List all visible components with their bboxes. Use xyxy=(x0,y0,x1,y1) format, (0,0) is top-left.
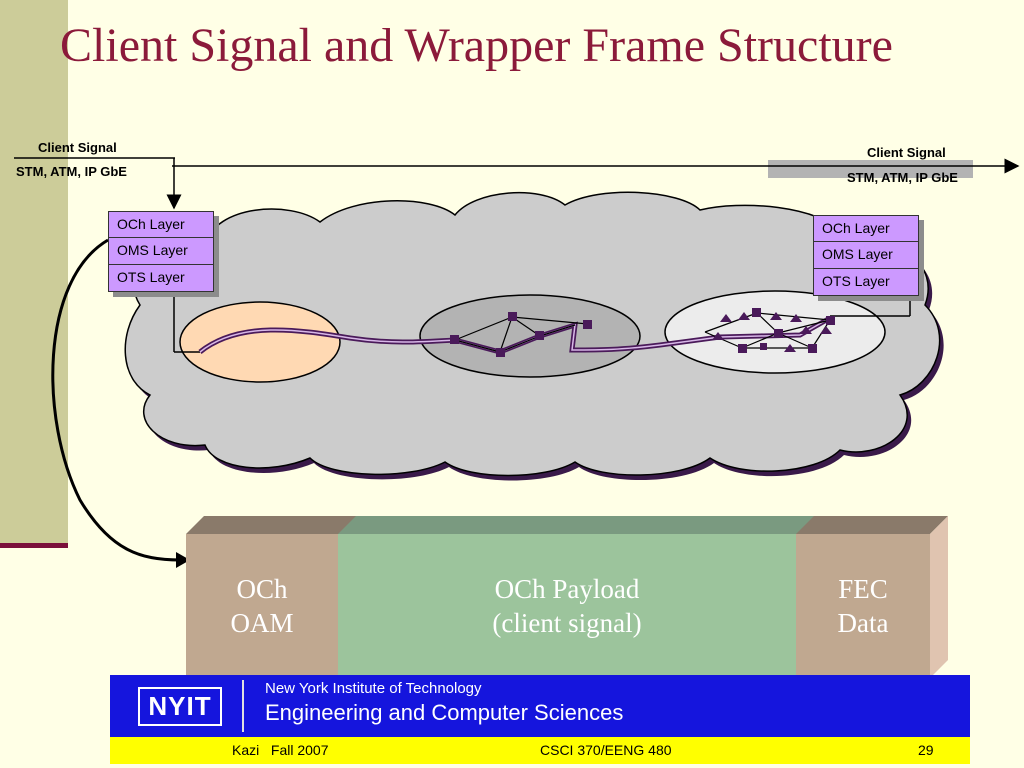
right-client-types-label: STM, ATM, IP GbE xyxy=(847,170,958,185)
right-layer-stack: OCh Layer OMS Layer OTS Layer xyxy=(813,215,919,296)
slide-title: Client Signal and Wrapper Frame Structur… xyxy=(60,19,893,72)
frame-fec-line2: Data xyxy=(837,608,889,638)
institution-name: New York Institute of Technology xyxy=(265,680,482,697)
frame-side-face xyxy=(930,516,948,678)
network-domain-2 xyxy=(419,294,641,378)
frame-pointer-arrow xyxy=(51,238,181,562)
footer-course: CSCI 370/EENG 480 xyxy=(540,742,672,758)
right-client-signal-label: Client Signal xyxy=(867,145,946,160)
frame-payload-line1: OCh Payload xyxy=(494,574,640,604)
right-ots-layer: OTS Layer xyxy=(813,269,919,296)
frame-och-payload: OCh Payload (client signal) xyxy=(338,534,796,678)
frame-fec-line1: FEC xyxy=(838,574,888,604)
mesh-nodes-2 xyxy=(450,312,592,357)
frame-payload-line2: (client signal) xyxy=(492,608,642,638)
footer-info-bar xyxy=(110,737,970,764)
left-client-types-label: STM, ATM, IP GbE xyxy=(16,164,127,179)
right-oms-layer: OMS Layer xyxy=(813,242,919,269)
mesh-nodes-3 xyxy=(712,308,835,353)
sidebar-accent-rule xyxy=(0,543,68,548)
footer-page-number: 29 xyxy=(918,742,934,758)
left-och-layer: OCh Layer xyxy=(108,211,214,238)
right-signal-bar xyxy=(768,160,973,178)
department-name: Engineering and Computer Sciences xyxy=(265,700,624,725)
network-domain-1 xyxy=(179,301,341,383)
nyit-logo: NYIT xyxy=(118,680,244,732)
left-client-signal-label: Client Signal xyxy=(38,140,117,155)
frame-och-oam: OCh OAM xyxy=(186,534,338,678)
footer-author-term: Kazi Fall 2007 xyxy=(232,742,329,758)
nyit-logo-text: NYIT xyxy=(138,686,222,726)
left-layer-stack: OCh Layer OMS Layer OTS Layer xyxy=(108,211,214,292)
frame-fec-data: FEC Data xyxy=(796,534,930,678)
left-oms-layer: OMS Layer xyxy=(108,238,214,265)
frame-oam-line1: OCh xyxy=(236,574,288,604)
slide-sidebar xyxy=(0,0,68,548)
frame-oam-line2: OAM xyxy=(230,608,294,638)
fiber-path-inner xyxy=(199,317,831,353)
footer-banner xyxy=(110,675,970,737)
right-och-layer: OCh Layer xyxy=(813,215,919,242)
left-ots-layer: OTS Layer xyxy=(108,265,214,292)
